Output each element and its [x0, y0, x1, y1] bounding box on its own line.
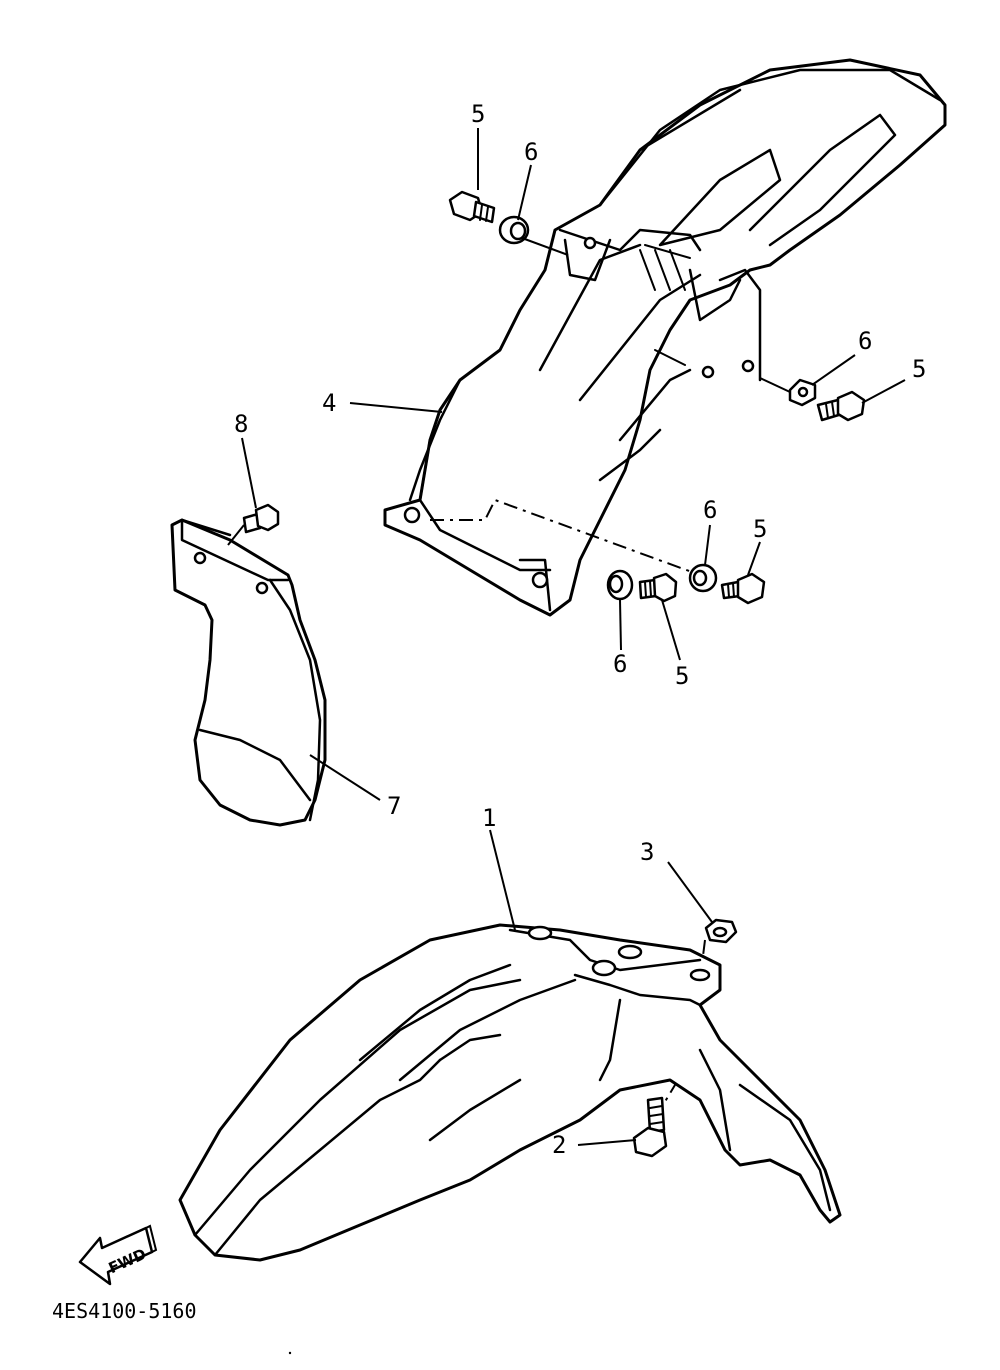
screw-mud-flap — [242, 503, 280, 534]
bolt-front-fender — [632, 1096, 668, 1158]
callout-part-3: 3 — [640, 838, 654, 866]
fwd-arrow-icon: FWD — [78, 1224, 158, 1286]
collar-lower-mid — [606, 569, 634, 601]
rear-fender — [383, 58, 947, 617]
callout-part-7: 7 — [387, 792, 401, 820]
scan-speck — [288, 1351, 292, 1355]
callout-part-1: 1 — [482, 804, 496, 832]
callout-part-6-lower-right: 6 — [703, 496, 717, 524]
callout-part-6-right: 6 — [858, 327, 872, 355]
callout-part-5-lower-right: 5 — [753, 515, 767, 543]
callout-part-4: 4 — [322, 389, 336, 417]
callout-part-8: 8 — [234, 410, 248, 438]
callout-part-2: 2 — [552, 1131, 566, 1159]
bolt-lower-mid — [638, 572, 678, 603]
callout-part-5-upper-left: 5 — [471, 100, 485, 128]
bolt-right — [816, 390, 866, 422]
callout-part-6-lower-mid: 6 — [613, 650, 627, 678]
leader-lines — [227, 128, 906, 1146]
collar-right — [788, 378, 817, 407]
bolt-lower-right — [720, 572, 766, 605]
front-fender — [178, 923, 842, 1262]
nut-front-fender — [704, 918, 738, 944]
callout-part-5-right: 5 — [912, 355, 926, 383]
bolt-upper-left — [448, 190, 496, 224]
mud-flap — [170, 518, 327, 827]
callout-part-6-upper-left: 6 — [524, 138, 538, 166]
diagram-part-code: 4ES4100-5160 — [52, 1299, 197, 1323]
collar-lower-right — [688, 563, 718, 593]
collar-upper-left — [498, 215, 530, 245]
callout-part-5-lower-mid: 5 — [675, 662, 689, 690]
